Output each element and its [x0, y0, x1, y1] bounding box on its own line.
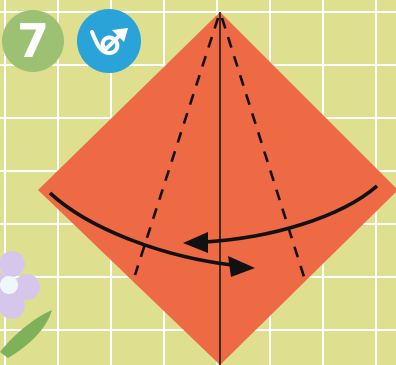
turn-over-icon — [77, 9, 141, 73]
turn-over-icon-background — [77, 9, 141, 73]
flower-center — [0, 276, 18, 294]
flower-petal — [0, 251, 25, 277]
step-number: 7 — [17, 14, 49, 68]
step-badge: 7 — [2, 10, 64, 72]
